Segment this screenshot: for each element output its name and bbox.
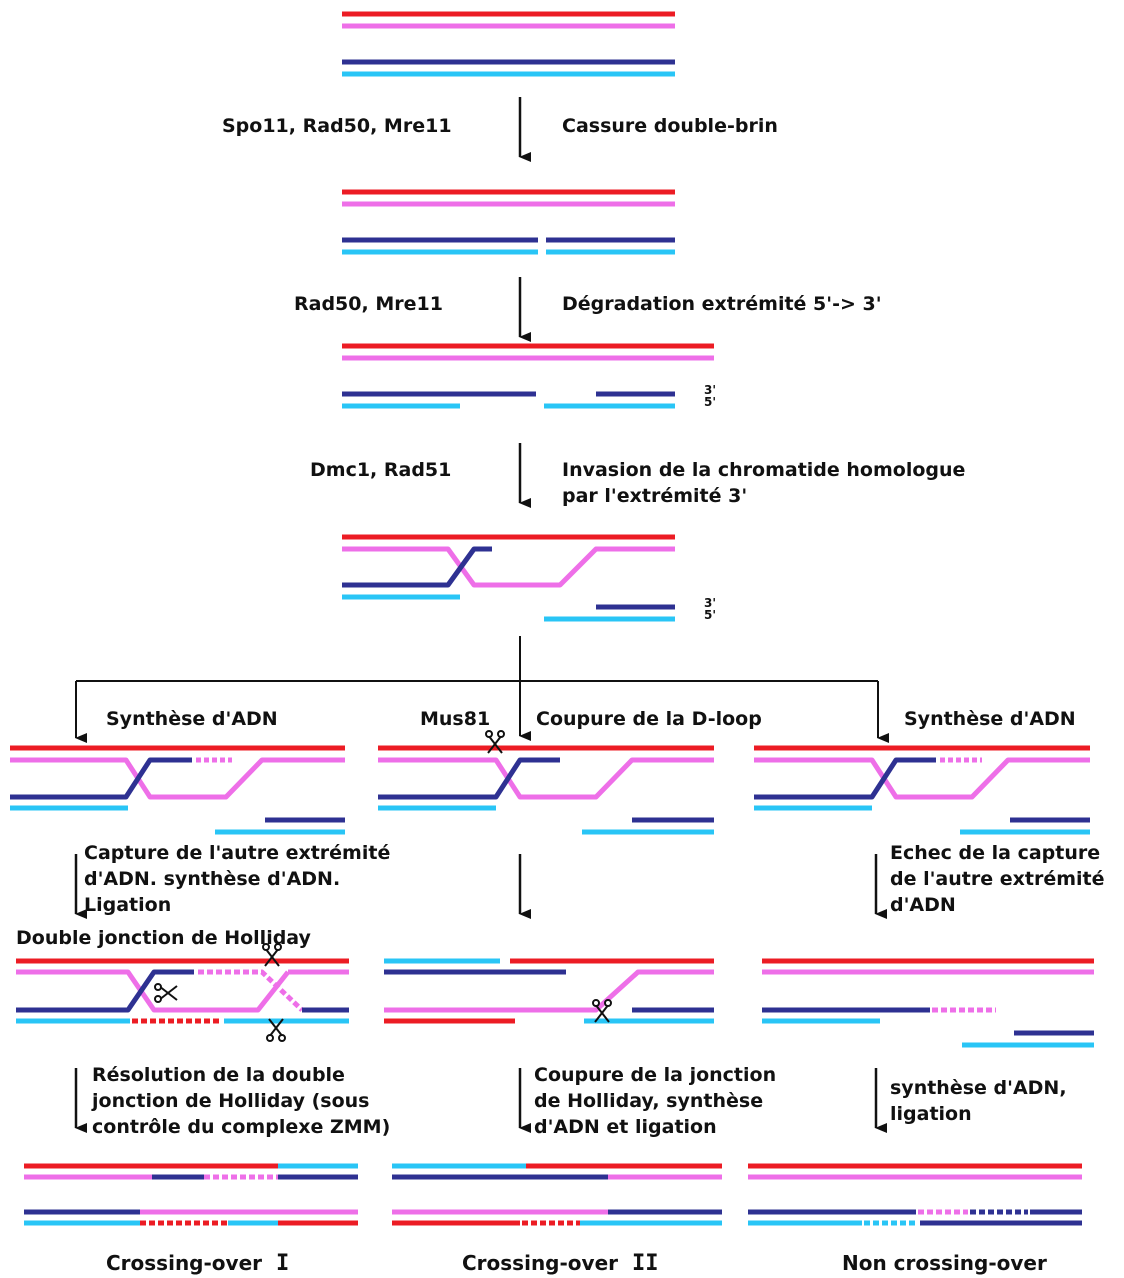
dna-panel-right-synthesis [754, 745, 1090, 835]
strand-end-5prime-invasion: 5' [704, 608, 717, 622]
left-resolution-step: Résolution de la double jonction de Holl… [92, 1064, 391, 1138]
strand-end-3prime: 3' [704, 383, 717, 397]
scissors-icon [592, 999, 612, 1023]
dna-panel-left-synthesis [10, 745, 345, 835]
result-crossover-2-roman: II [632, 1251, 659, 1276]
middle-branch-title: Coupure de la D-loop [536, 708, 762, 730]
scissors-icon [262, 943, 282, 967]
step3-event: Invasion de la chromatide homologue par … [562, 459, 966, 507]
result-crossover-1: Crossing-over I [106, 1250, 289, 1277]
middle-resolution-step: Coupure de la jonction de Holliday, synt… [534, 1064, 777, 1138]
dna-panel-right-release [762, 958, 1094, 1048]
double-holliday-junction-label: Double jonction de Holliday [16, 927, 311, 949]
dna-panel-double-holliday-junction [16, 943, 349, 1042]
step1-event: Cassure double-brin [562, 115, 778, 137]
dna-panel-resection [342, 343, 714, 409]
step2-event: Dégradation extrémité 5'-> 3' [562, 293, 882, 315]
right-branch-title: Synthèse d'ADN [904, 708, 1076, 730]
dna-panel-middle-junction [384, 958, 714, 1024]
dna-panel-result-non-crossover [748, 1163, 1082, 1226]
dna-panel-intact [342, 11, 675, 77]
branch-arrows [74, 854, 887, 1133]
left-branch-title: Synthèse d'ADN [106, 708, 278, 730]
strand-end-5prime: 5' [704, 395, 717, 409]
branch-connector [75, 636, 889, 743]
step2-enzymes: Rad50, Mre11 [294, 293, 443, 315]
scissors-icon [485, 730, 505, 754]
result-crossover-1-roman: I [276, 1251, 290, 1276]
step3-enzymes: Dmc1, Rad51 [310, 459, 452, 481]
dna-panel-middle-dloop-cut [378, 730, 714, 835]
left-capture-step: Capture de l'autre extrémité d'ADN. synt… [84, 842, 391, 916]
result-crossover-2: Crossing-over II [462, 1250, 659, 1277]
right-capture-failure: Echec de la capture de l'autre extrémité… [890, 842, 1105, 916]
step1-enzymes: Spo11, Rad50, Mre11 [222, 115, 452, 137]
scissors-icon [154, 983, 178, 1003]
result-crossover-1-text: Crossing-over [106, 1251, 263, 1275]
result-crossover-2-text: Crossing-over [462, 1251, 619, 1275]
strand-end-3prime-invasion: 3' [704, 596, 717, 610]
dna-panel-break [342, 189, 675, 255]
dna-panel-result-crossover-2 [392, 1163, 722, 1226]
dna-panel-result-crossover-1 [24, 1163, 358, 1226]
middle-branch-enzyme: Mus81 [420, 708, 491, 730]
right-resolution-step: synthèse d'ADN, ligation [890, 1077, 1067, 1125]
scissors-icon [266, 1018, 286, 1042]
result-non-crossover: Non crossing-over [842, 1251, 1047, 1275]
dna-panel-invasion [342, 534, 675, 622]
